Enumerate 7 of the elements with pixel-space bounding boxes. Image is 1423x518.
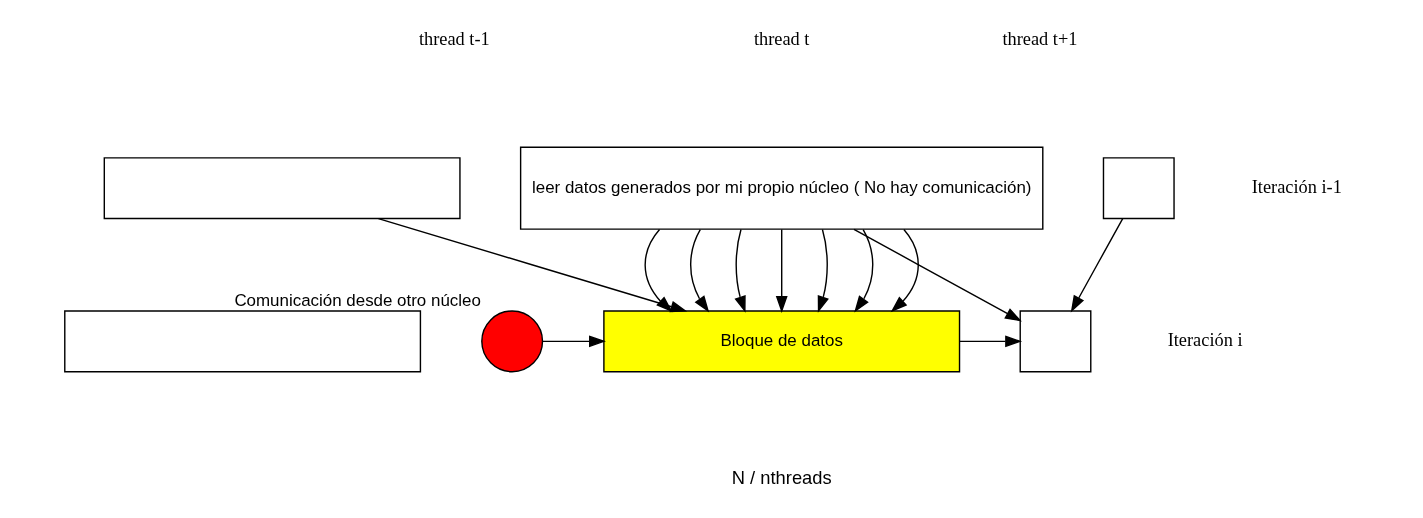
label: thread t-1 (418, 28, 490, 49)
label: thread t (753, 28, 810, 49)
label: Iteración i-1 (1251, 176, 1342, 197)
label: N / nthreads (731, 466, 832, 488)
node-label: Comunicación desde otro núcleo (234, 290, 481, 310)
label: thread t+1 (1002, 28, 1078, 49)
label: Iteración i (1167, 329, 1243, 350)
